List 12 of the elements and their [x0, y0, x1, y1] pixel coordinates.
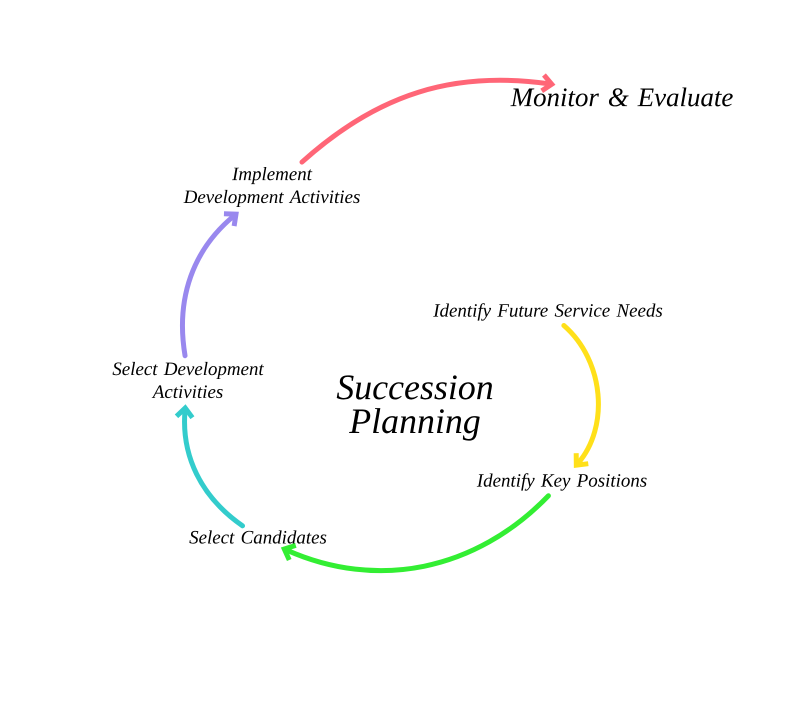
- arrow: [280, 493, 551, 574]
- step-text: Select Candidates: [189, 530, 326, 544]
- arrow: [299, 73, 556, 165]
- arrow: [561, 323, 601, 468]
- diagram-title: Succession Planning: [336, 375, 492, 441]
- step-text: Monitor & Evaluate: [510, 88, 733, 106]
- step-text: Select Development Activities: [112, 362, 264, 398]
- step-text: Identify Key Positions: [476, 473, 647, 491]
- arrow: [180, 211, 239, 358]
- step-text: Identify Future Service Needs: [433, 303, 662, 321]
- arrow: [174, 404, 246, 528]
- step-text: Implement Development Activities: [184, 166, 360, 208]
